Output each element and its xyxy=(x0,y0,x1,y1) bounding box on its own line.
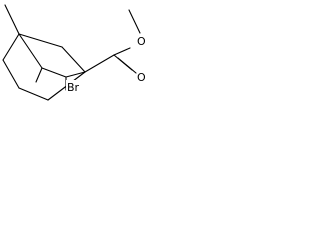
bond-ester xyxy=(84,54,115,73)
bond-cage xyxy=(2,33,20,61)
bromine-label: Br xyxy=(67,81,80,94)
bond-ester xyxy=(128,9,141,34)
bond-cage xyxy=(18,87,49,101)
bond-cage xyxy=(18,33,43,69)
bond-cage xyxy=(65,71,86,78)
chemical-structure: Br O O xyxy=(2,4,146,101)
carbonyl-oxygen-label: O xyxy=(137,71,146,84)
bond-cage xyxy=(2,59,20,89)
bond-cage xyxy=(18,33,63,48)
bond-ester xyxy=(113,47,131,56)
ester-oxygen-label: O xyxy=(137,35,146,48)
bond-methyl xyxy=(4,4,20,35)
bond-cage xyxy=(61,46,86,73)
bond-cage xyxy=(41,67,67,78)
bond-cage xyxy=(35,67,43,83)
bond-double-carbonyl xyxy=(117,57,137,74)
